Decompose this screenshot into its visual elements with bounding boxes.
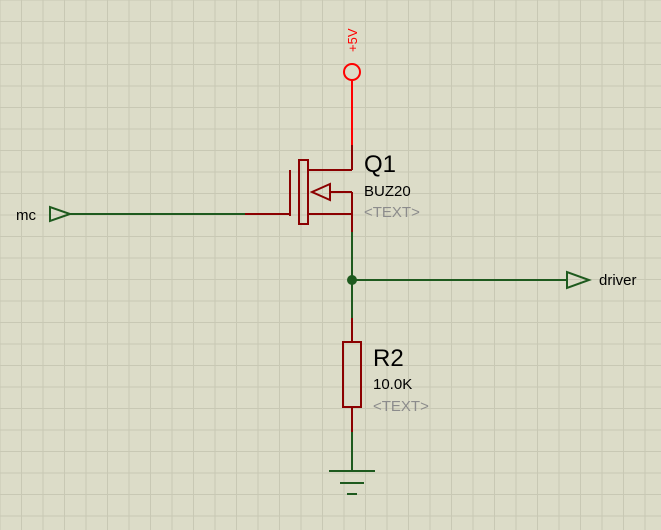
input-terminal-mc[interactable]: [49, 205, 74, 223]
q1-ref: Q1: [364, 151, 396, 178]
resistor-r2[interactable]: [342, 318, 362, 432]
output-terminal-driver[interactable]: [566, 270, 592, 290]
ground-symbol[interactable]: [329, 470, 375, 495]
power-terminal[interactable]: [343, 63, 361, 145]
r2-text-placeholder: <TEXT>: [373, 398, 429, 415]
wires: [70, 213, 567, 470]
q1-text-placeholder: <TEXT>: [364, 204, 420, 221]
r2-value: 10.0K: [373, 376, 412, 393]
power-label: +5V: [345, 28, 360, 52]
output-terminal-label: driver: [599, 272, 637, 289]
input-terminal-label: mc: [16, 207, 36, 224]
r2-ref: R2: [373, 345, 404, 372]
junction-dot: [347, 275, 357, 285]
mosfet-q1[interactable]: [245, 145, 353, 232]
q1-value: BUZ20: [364, 183, 411, 200]
